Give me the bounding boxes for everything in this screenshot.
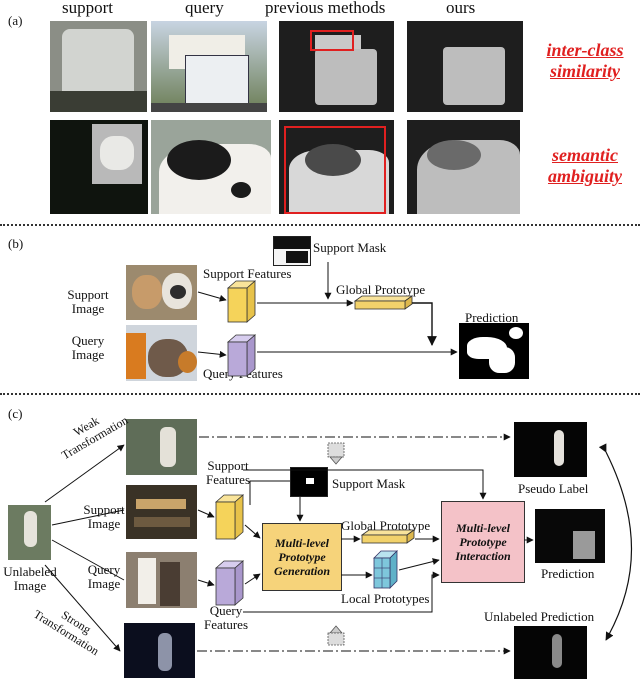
panel-a-label: (a) xyxy=(8,13,23,28)
multi-level-prototype-generation-module: Multi-level Prototype Generation xyxy=(262,523,342,591)
panel-separator xyxy=(0,224,640,226)
support-features-label: Support Features xyxy=(205,458,251,487)
weak-augmented-image xyxy=(126,419,197,475)
error-highlight-box xyxy=(284,126,386,214)
column-header-support: support xyxy=(62,0,113,17)
global-prototype-label-c: Global Prototype xyxy=(341,518,431,533)
column-header-query: query xyxy=(185,0,224,17)
column-header-previous-methods: previous methods xyxy=(265,0,386,17)
strong-augmented-image xyxy=(124,623,195,678)
prediction-label-c: Prediction xyxy=(541,566,595,581)
pseudo-label-image xyxy=(514,422,587,477)
support-feature-block-c xyxy=(214,494,245,540)
support-mask-label-c: Support Mask xyxy=(332,476,406,491)
previous-result-bus xyxy=(279,21,394,112)
pseudo-label-label: Pseudo Label xyxy=(518,481,589,496)
stop-gradient-icon xyxy=(327,625,345,646)
query-image-people xyxy=(126,552,197,608)
support-mask-thumbnail xyxy=(273,236,311,266)
unlabeled-image xyxy=(8,505,51,560)
query-image-label: Query Image xyxy=(71,333,105,362)
note-inter-class-similarity: inter-class similarity xyxy=(546,40,624,81)
unlabeled-prediction-image xyxy=(514,626,587,679)
query-feature-block xyxy=(226,334,257,377)
error-highlight-box xyxy=(310,30,354,51)
query-feature-block-c xyxy=(214,560,245,606)
note-semantic-ambiguity: semantic ambiguity xyxy=(547,145,622,186)
support-feature-block xyxy=(226,280,257,323)
query-image-cat xyxy=(126,325,197,381)
global-prototype-label: Global Prototype xyxy=(336,282,426,297)
local-prototypes-label: Local Prototypes xyxy=(341,591,430,606)
global-prototype-block xyxy=(353,295,414,310)
support-image-cats xyxy=(126,265,197,320)
panel-c-label: (c) xyxy=(8,406,23,421)
prediction-image-c xyxy=(535,509,605,563)
query-features-label: Query Features xyxy=(203,603,249,632)
support-image-label: Support Image xyxy=(67,287,109,316)
multi-level-prototype-interaction-module: Multi-level Prototype Interaction xyxy=(441,501,525,583)
global-prototype-block-c xyxy=(360,529,416,544)
query-image-cow xyxy=(151,120,271,214)
query-image-bus xyxy=(151,21,267,112)
unlabeled-image-label: Unlabeled Image xyxy=(3,564,57,593)
panel-separator xyxy=(0,393,640,395)
local-prototypes-block xyxy=(373,550,398,589)
ours-result-cow xyxy=(407,120,520,214)
support-features-label: Support Features xyxy=(203,266,292,281)
panel-b-label: (b) xyxy=(8,236,24,251)
unlabeled-prediction-label: Unlabeled Prediction xyxy=(484,609,595,624)
previous-result-cow xyxy=(279,120,394,214)
support-image-label: Support Image xyxy=(83,502,125,531)
support-image-room xyxy=(126,485,197,539)
support-mask-label: Support Mask xyxy=(313,240,387,255)
support-image-cow xyxy=(50,120,148,214)
support-image-bus xyxy=(50,21,147,112)
stop-gradient-icon xyxy=(327,442,345,465)
support-mask-thumbnail-c xyxy=(290,467,328,497)
prediction-mask xyxy=(459,323,529,379)
ours-result-bus xyxy=(407,21,523,112)
column-header-ours: ours xyxy=(446,0,476,17)
prediction-label: Prediction xyxy=(465,310,519,325)
